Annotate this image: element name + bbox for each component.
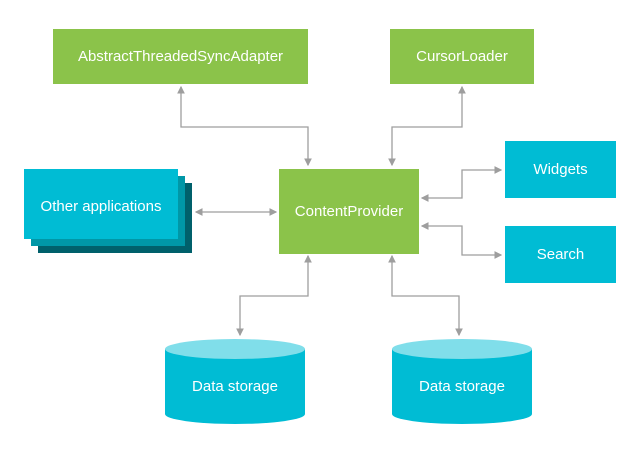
storage-right-body [392, 349, 532, 424]
sync-adapter-box [53, 29, 308, 84]
content-provider-label: ContentProvider [295, 203, 403, 220]
connector-storage-left [236, 254, 312, 337]
storage-right-label: Data storage [419, 378, 505, 395]
search-box [505, 226, 616, 283]
widgets-label: Widgets [533, 161, 587, 178]
widgets-node: Widgets [505, 141, 616, 198]
search-label: Search [537, 246, 585, 263]
storage-right-top [392, 339, 532, 359]
other-apps-node: Other applications [24, 169, 192, 253]
sync-adapter-label: AbstractThreadedSyncAdapter [78, 48, 283, 65]
storage-left-label: Data storage [192, 378, 278, 395]
sync-adapter-node: AbstractThreadedSyncAdapter [53, 29, 308, 84]
storage-right-node: Data storage [392, 339, 532, 424]
storage-left-node: Data storage [165, 339, 305, 424]
connectors [177, 85, 503, 337]
cursor-loader-label: CursorLoader [416, 48, 508, 65]
content-provider-node: ContentProvider [279, 169, 419, 254]
content-provider-box [279, 169, 419, 254]
widgets-box [505, 141, 616, 198]
connector-search [420, 222, 503, 259]
storage-left-body [165, 349, 305, 424]
connector-widgets [420, 166, 503, 202]
connector-sync-adapter [177, 85, 312, 167]
connector-storage-right [388, 254, 463, 337]
cursor-loader-box [390, 29, 534, 84]
storage-left-top [165, 339, 305, 359]
cursor-loader-node: CursorLoader [390, 29, 534, 84]
search-node: Search [505, 226, 616, 283]
other-apps-box [24, 169, 178, 239]
other-apps-label: Other applications [41, 198, 162, 215]
connector-cursor-loader [388, 85, 466, 167]
